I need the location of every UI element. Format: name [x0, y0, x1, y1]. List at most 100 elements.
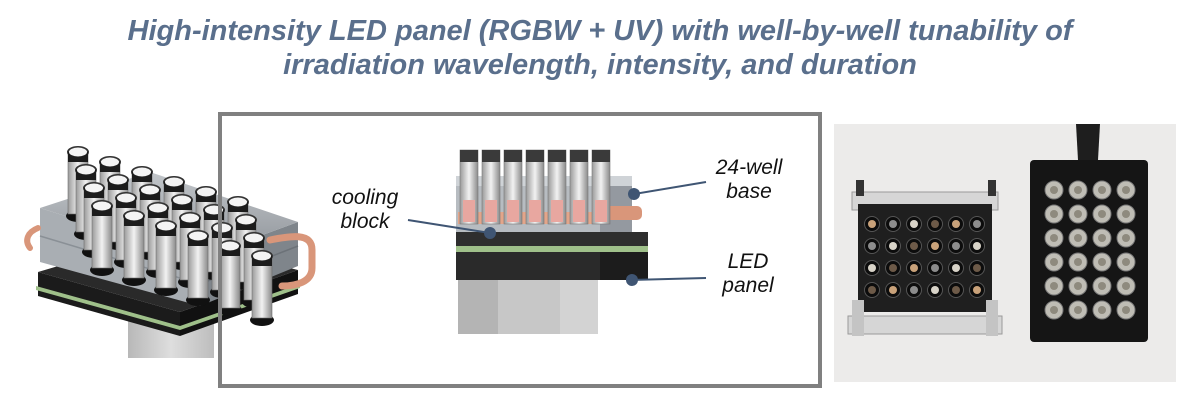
vial	[250, 250, 274, 326]
cross-section-frame	[218, 112, 822, 388]
vial	[218, 240, 242, 316]
vial-cap-top	[133, 167, 151, 177]
vial-cap-band	[140, 190, 160, 200]
cross-section-vial	[591, 149, 611, 225]
vial	[186, 230, 210, 306]
photo-led-chip	[1074, 234, 1082, 242]
photo-well-fill	[952, 242, 960, 250]
vial-cap-top	[157, 221, 175, 231]
photo-well-fill	[973, 286, 981, 294]
vial-cap-band	[172, 200, 192, 210]
vial	[122, 210, 146, 286]
vial-cap-band	[132, 172, 152, 182]
photo-well-plate	[864, 216, 985, 298]
vial-cap-band	[204, 210, 224, 220]
vial-cap-top	[109, 175, 127, 185]
vial-cap-top	[149, 203, 167, 213]
figure-title-line-1: High-intensity LED panel (RGBW + UV) wit…	[127, 15, 1073, 47]
label-cooling-block-line-2: block	[340, 210, 390, 233]
photo-led-chip	[1122, 282, 1130, 290]
cross-section-vial-content	[463, 200, 475, 222]
cross-section-vial-cap	[460, 150, 478, 162]
photo-led-board	[1030, 160, 1148, 342]
photo-well-fill	[931, 242, 939, 250]
vial-cap-band	[116, 198, 136, 208]
photo-well-fill	[952, 264, 960, 272]
vial-cap-top	[69, 147, 87, 157]
photo-well-fill	[973, 220, 981, 228]
vial-cap-top	[221, 241, 239, 251]
vial-cap-top	[181, 213, 199, 223]
vial-cap-band	[68, 152, 88, 162]
vial-cap-band	[124, 216, 144, 226]
cross-section-vials	[459, 149, 611, 225]
callout-line-well-base	[633, 181, 707, 195]
photo-led-chip	[1050, 210, 1058, 218]
label-cooling-block-line-1: cooling	[331, 186, 399, 209]
vial-cap-top	[237, 215, 255, 225]
cross-section-vial	[481, 149, 501, 225]
label-24-well-base: 24-well base	[704, 156, 794, 204]
photo-led-chip	[1098, 306, 1106, 314]
photo-well-fill	[952, 220, 960, 228]
photo-led-chip	[1098, 210, 1106, 218]
photo-well-fill	[910, 286, 918, 294]
photo-well-fill	[889, 220, 897, 228]
photo-led-chip	[1074, 282, 1082, 290]
vial-cap-band	[108, 180, 128, 190]
label-led-panel-line-1: LED	[727, 250, 769, 273]
vial	[154, 220, 178, 296]
cross-section-vial-content	[529, 200, 541, 222]
vial-cap-band	[84, 188, 104, 198]
vial-cap-top	[253, 251, 271, 261]
vial-cap-band	[252, 256, 272, 266]
vial-cap-band	[196, 192, 216, 202]
vial-cap-top	[101, 157, 119, 167]
photo-well-fill	[931, 264, 939, 272]
vial-cap-top	[85, 183, 103, 193]
vial-cap-band	[76, 170, 96, 180]
vial-cap-band	[236, 220, 256, 230]
label-cooling-block: cooling block	[320, 186, 410, 234]
vial-cap-top	[197, 187, 215, 197]
vial	[90, 200, 114, 276]
photo-well-fill	[952, 286, 960, 294]
photo-cable	[1076, 124, 1100, 160]
callout-dot-led-panel	[626, 274, 638, 286]
photo-led-chip	[1050, 234, 1058, 242]
vial-cap-top	[77, 165, 95, 175]
callout-line-led-panel	[631, 277, 707, 281]
photo-led-chip	[1074, 186, 1082, 194]
vial-cap-top	[125, 211, 143, 221]
vial-cap-band	[92, 206, 112, 216]
vial-cap-band	[100, 162, 120, 172]
photo-led-chip	[1098, 258, 1106, 266]
photo-well-fill	[973, 264, 981, 272]
photo-well-fill	[910, 242, 918, 250]
photo-led-chip	[1122, 258, 1130, 266]
vial-cap-band	[220, 246, 240, 256]
photo-well-fill	[931, 220, 939, 228]
photo-led-chip	[1122, 234, 1130, 242]
cross-section-green-layer	[456, 246, 648, 252]
vial-cap-band	[228, 202, 248, 212]
photo-well-fill	[931, 286, 939, 294]
photo-led-array	[1044, 180, 1136, 320]
photo-well-fill	[868, 242, 876, 250]
vial-cap-band	[148, 208, 168, 218]
callout-line-cooling-block	[407, 219, 491, 234]
cross-section-vial-content	[573, 200, 585, 222]
photo-led-chip	[1098, 282, 1106, 290]
photo-led-chip	[1050, 306, 1058, 314]
vial-cap-band	[156, 226, 176, 236]
photo-led-chip	[1050, 282, 1058, 290]
photo-led-chip	[1098, 186, 1106, 194]
cross-section-vial-cap	[592, 150, 610, 162]
cross-section-vial-cap	[504, 150, 522, 162]
photo-led-chip	[1098, 234, 1106, 242]
cross-section-vial	[547, 149, 567, 225]
cross-section-vial-cap	[482, 150, 500, 162]
photo-well-fill	[868, 264, 876, 272]
vial-cap-top	[141, 185, 159, 195]
figure-title-line-2: irradiation wavelength, intensity, and d…	[283, 49, 917, 81]
